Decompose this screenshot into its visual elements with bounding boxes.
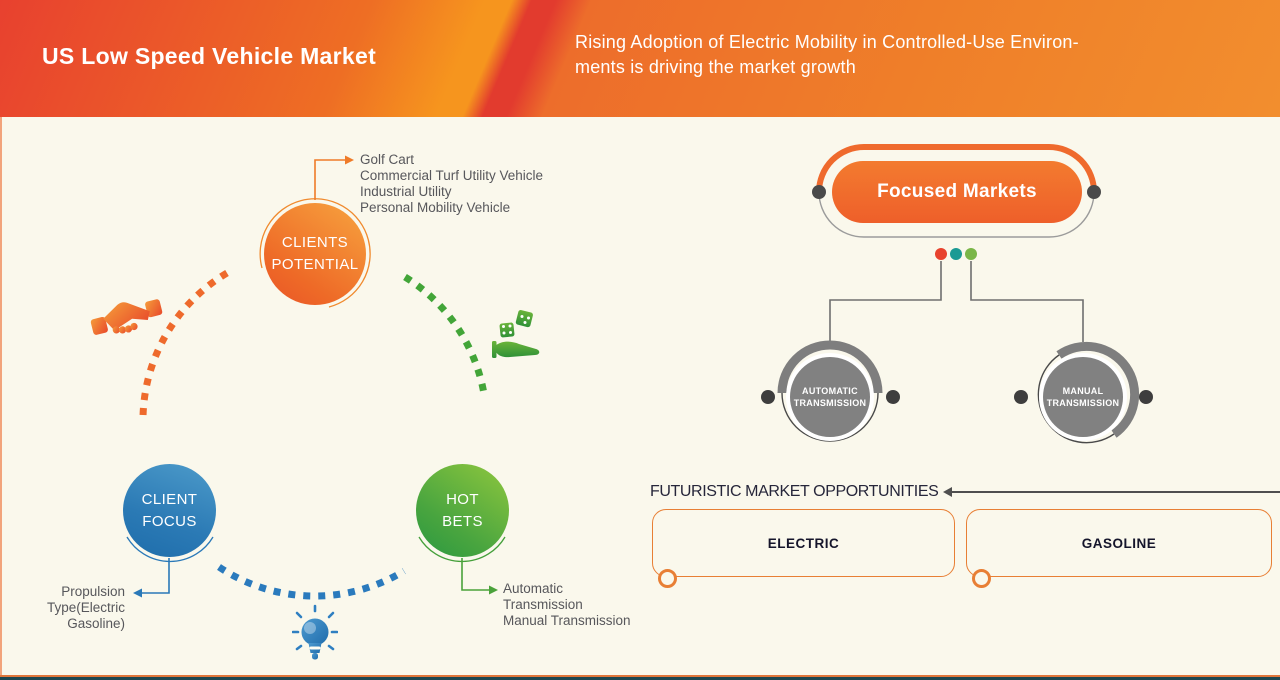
client-focus-arrowhead [133,588,142,598]
clients-potential-items: Golf Cart Commercial Turf Utility Vehicl… [360,152,544,215]
focused-markets-label: Focused Markets [877,181,1037,202]
hot-bets-items: Automatic Transmission Manual Transmissi… [503,581,631,628]
page-header: US Low Speed Vehicle Market Rising Adopt… [0,0,1280,117]
client-focus-items: Propulsion Type(Electric Gasoline) [46,584,125,631]
automatic-transmission-label: AUTOMATIC TRANSMISSION [793,385,867,408]
green-dashed-arc [403,274,488,395]
manual-transmission-label: MANUAL TRANSMISSION [1046,385,1120,408]
bets-dice-icon [492,310,540,358]
gasoline-box: GASOLINE [966,509,1272,588]
bottom-teal-bar [0,677,1280,680]
opportunities-heading: FUTURISTIC MARKET OPPORTUNITIES [650,483,939,500]
opportunities-heading-row: FUTURISTIC MARKET OPPORTUNITIES [650,482,1280,502]
electric-corner-circle-icon [658,569,677,588]
manual-transmission-node: MANUAL TRANSMISSION [1043,357,1123,437]
clients-potential-label: CLIENTS POTENTIAL [271,234,359,273]
automatic-right-dot [886,390,900,404]
teal-dot [950,248,962,260]
hot-bets-arrowhead [489,585,498,595]
client-focus-node: CLIENT FOCUS [123,464,216,557]
tree-connector-left [829,261,942,342]
client-focus-connector [142,558,170,594]
header-subtitle: Rising Adoption of Electric Mobility in … [575,32,1079,77]
electric-box: ELECTRIC [652,509,955,588]
page-title: US Low Speed Vehicle Market [42,43,377,69]
manual-left-dot [1014,390,1028,404]
hot-bets-connector [461,558,489,591]
hot-bets-node: HOT BETS [416,464,509,557]
hot-bets-label: HOT BETS [442,490,483,530]
automatic-left-dot [761,390,775,404]
clients-potential-node: CLIENTS POTENTIAL [264,203,366,305]
gasoline-corner-circle-icon [972,569,991,588]
green-dot [965,248,977,260]
tree-connector-right [970,261,1084,342]
manual-right-dot [1139,390,1153,404]
bottom-orange-line [0,675,1280,677]
electric-label: ELECTRIC [767,535,840,551]
handshake-icon [90,299,163,335]
pill-right-dot [1087,185,1101,199]
blue-dashed-arc [217,564,406,600]
automatic-transmission-node: AUTOMATIC TRANSMISSION [790,357,870,437]
lightbulb-icon [292,604,338,660]
pill-left-dot [812,185,826,199]
gasoline-label: GASOLINE [1081,535,1157,551]
clients-potential-arrowhead [345,155,354,165]
client-focus-label: CLIENT FOCUS [141,490,198,530]
red-dot [935,248,947,260]
clients-potential-connector [314,159,345,200]
left-edge-line [0,117,2,675]
left-arrow-line [943,487,1280,497]
focused-markets-pill: Focused Markets [832,161,1082,223]
